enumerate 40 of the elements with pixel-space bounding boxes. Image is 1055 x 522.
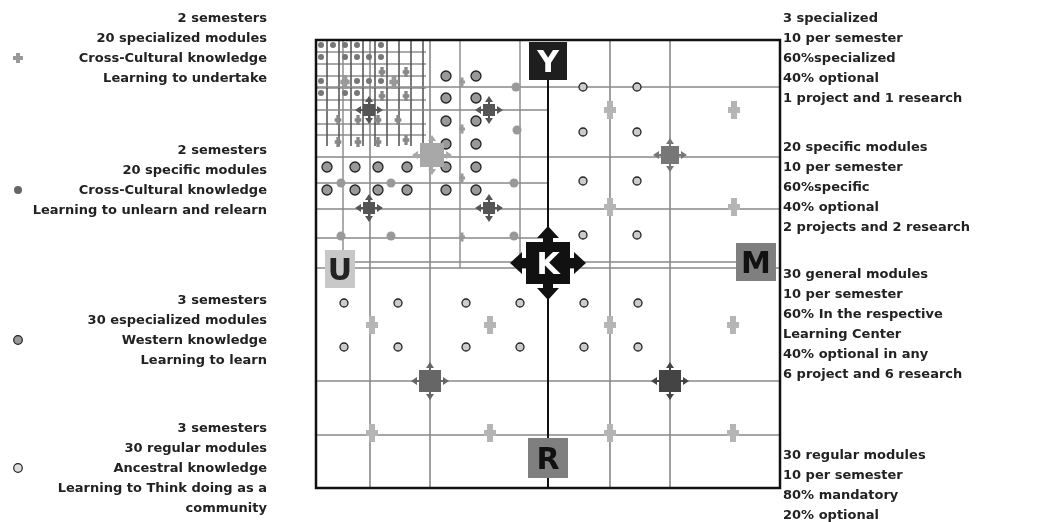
description-text: Learning to Think doing as a community (56, 479, 267, 517)
description-text: 1 project and 1 research (783, 89, 964, 107)
description-text: 30 regular modules (123, 439, 267, 457)
legend-label: Western knowledge (120, 331, 267, 349)
letter-box: M (736, 243, 776, 281)
description-text: 3 semesters (176, 291, 267, 309)
description-text: 3 semesters (176, 419, 267, 437)
description-text: 20 specialized modules (95, 29, 267, 47)
description-text: 2 projects and 2 research (783, 218, 972, 236)
description-text: 30 general modules (783, 265, 930, 283)
description-text: Learning to unlearn and relearn (31, 201, 267, 219)
description-text: 10 per semester (783, 466, 904, 484)
description-text: 30 especialized modules (86, 311, 267, 329)
description-text: 20% optional (783, 506, 880, 522)
legend-label: Ancestral knowledge (112, 459, 267, 477)
description-text: 40% optional in any (783, 345, 930, 363)
description-text: 40% optional (783, 198, 880, 216)
description-text: 60%specialized (783, 49, 897, 67)
description-text: 10 per semester (783, 29, 904, 47)
description-text: 80% mandatory (783, 486, 900, 504)
description-text: Learning to learn (139, 351, 267, 369)
description-text: 20 specific modules (121, 161, 267, 179)
description-text: 30 regular modules (783, 446, 927, 464)
description-text: 60%specific (783, 178, 871, 196)
description-text: 20 specific modules (783, 138, 929, 156)
description-text: 3 specialized (783, 9, 879, 27)
description-text: 2 semesters (176, 9, 267, 27)
description-text: 10 per semester (783, 285, 904, 303)
description-text: 60% In the respective Learning Center (783, 305, 944, 343)
legend-label: Cross-Cultural knowledge (77, 49, 267, 67)
legend-label: Cross-Cultural knowledge (77, 181, 267, 199)
description-text: 6 project and 6 research (783, 365, 964, 383)
description-text: 10 per semester (783, 158, 904, 176)
letter-box: U (325, 250, 355, 288)
description-text: 40% optional (783, 69, 880, 87)
letter-box: K (526, 242, 570, 284)
description-text: 2 semesters (176, 141, 267, 159)
description-text: Learning to undertake (102, 69, 267, 87)
letter-box: R (528, 438, 568, 478)
letter-box: Y (529, 42, 567, 80)
